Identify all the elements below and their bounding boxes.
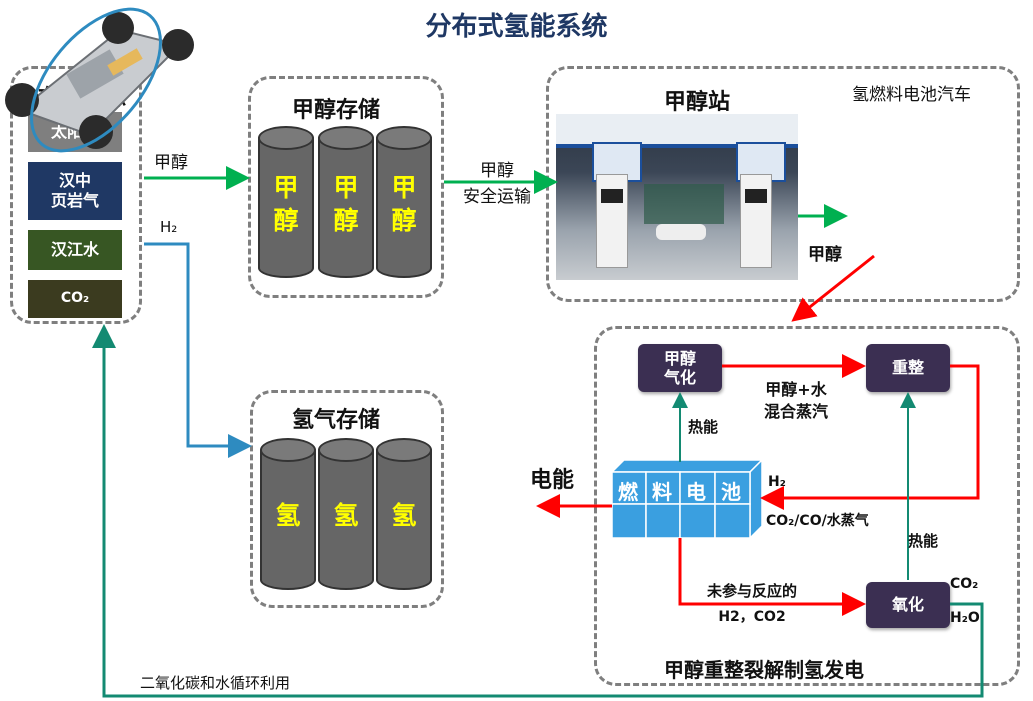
- label-transport-1: 甲醇: [480, 161, 514, 181]
- fuel-cell-car-title: 氢燃料电池汽车: [852, 85, 971, 105]
- methanol-tank-label: 甲 醇: [273, 173, 299, 235]
- label-steam-2: 混合蒸汽: [763, 402, 828, 421]
- methanol-storage-title: 甲醇存储: [292, 98, 381, 123]
- fuel-cell-char-2: 料: [652, 480, 672, 504]
- hydrogen-tank-label: 氢: [275, 501, 301, 530]
- energy-item-co2: CO₂: [28, 280, 122, 318]
- methanol-station-photo: [556, 114, 798, 280]
- label-h2-1: H₂: [160, 218, 178, 236]
- label-unreacted-1: 未参与反应的: [706, 582, 797, 600]
- label-heat-2: 热能: [908, 532, 939, 550]
- hydrogen-tank-label: 氢: [391, 501, 417, 530]
- reforming-title: 甲醇重整裂解制氢发电: [664, 658, 864, 682]
- oxidation-node: 氧化: [866, 582, 950, 628]
- label-recycle: 二氧化碳和水循环利用: [140, 674, 291, 692]
- fuel-cell-char-1: 燃: [618, 480, 638, 504]
- label-methanol-1: 甲醇: [154, 153, 188, 173]
- energy-item-hanjiang-water: 汉江水: [28, 230, 122, 270]
- label-co2-out: CO₂: [950, 576, 979, 592]
- hydrogen-storage-title: 氢气存储: [292, 408, 381, 433]
- methanol-vaporize-node: 甲醇 气化: [638, 344, 722, 392]
- label-transport-2: 安全运输: [463, 187, 531, 207]
- label-methanol-2: 甲醇: [808, 245, 842, 265]
- label-gas-mix: CO₂/CO/水蒸气: [766, 513, 869, 529]
- label-h2-2: H₂: [768, 474, 786, 490]
- label-electric: 电能: [530, 468, 575, 493]
- energy-item-shale-gas: 汉中 页岩气: [28, 162, 122, 220]
- fuel-cell-char-4: 池: [721, 480, 741, 504]
- label-steam-1: 甲醇+水: [765, 380, 827, 399]
- label-h2o-out: H₂O: [950, 610, 980, 626]
- hydrogen-tank-label: 氢: [333, 501, 359, 530]
- methanol-station-title: 甲醇站: [664, 90, 731, 115]
- page-title: 分布式氢能系统: [425, 12, 608, 42]
- fuel-cell-car-image: [5, 7, 194, 153]
- reforming-node: 重整: [866, 344, 950, 392]
- label-unreacted-2: H2，CO2: [718, 609, 786, 625]
- methanol-tank-label: 甲 醇: [333, 173, 359, 235]
- fuel-cell-char-3: 电: [686, 480, 706, 504]
- methanol-tank-label: 甲 醇: [391, 173, 417, 235]
- label-heat-1: 热能: [688, 418, 719, 436]
